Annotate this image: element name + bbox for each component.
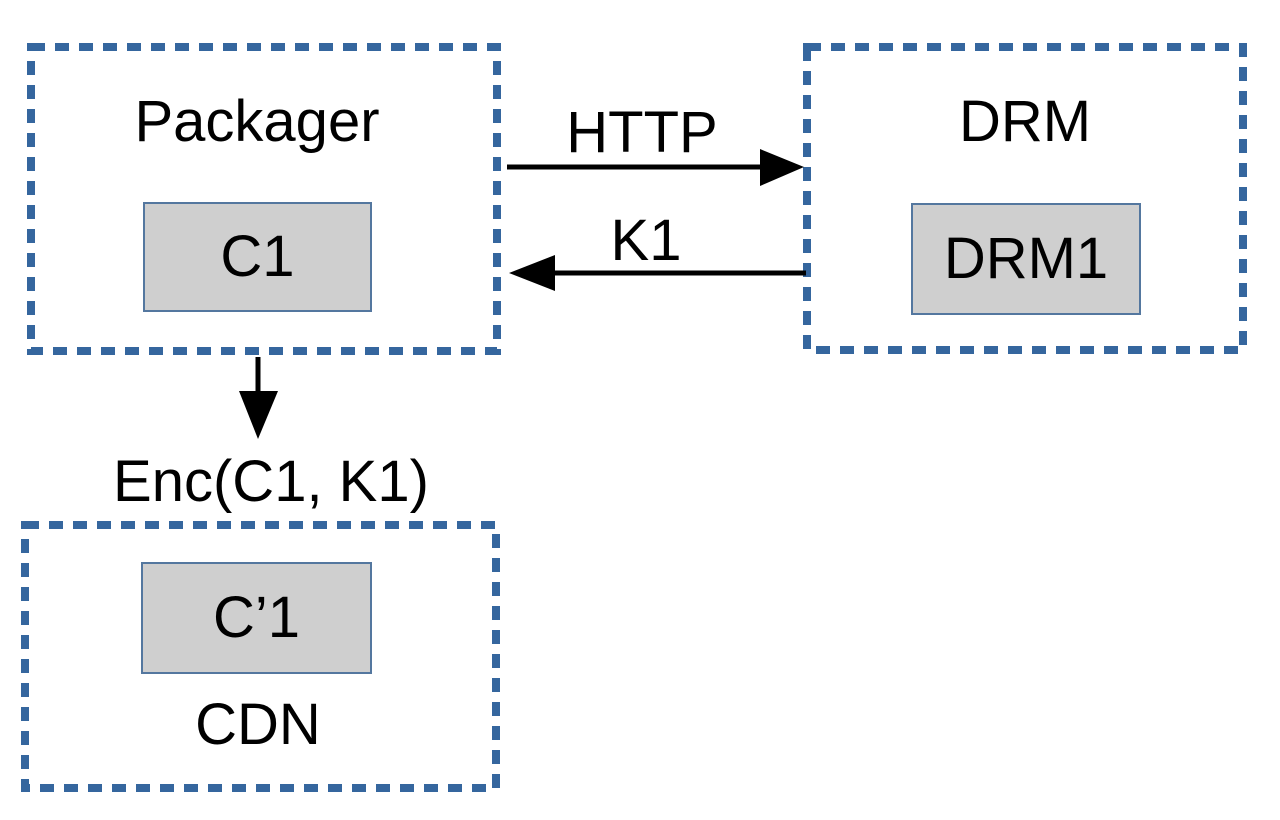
k1-arrow-head-icon [509,255,555,291]
c1-chip-label: C1 [220,224,295,289]
drm1-chip-label: DRM1 [943,226,1109,291]
c-prime-1-chip-label: C’1 [212,585,301,650]
http-arrow-head-icon [760,149,804,186]
drm-node-label: DRM [958,89,1092,154]
cdn-dashed-box [21,521,500,792]
drm1-content-chip: DRM1 [911,203,1141,315]
c1-content-chip: C1 [143,202,372,312]
enc-arrow-head-icon [239,391,278,439]
k1-arrow-label: K1 [610,208,682,273]
c-prime-1-content-chip: C’1 [141,562,372,674]
cdn-node-label: CDN [195,692,321,757]
http-arrow-label: HTTP [566,100,718,165]
packager-node-label: Packager [134,89,380,154]
enc-annotation-label: Enc(C1, K1) [113,449,429,514]
drm-dashed-box [803,43,1247,354]
